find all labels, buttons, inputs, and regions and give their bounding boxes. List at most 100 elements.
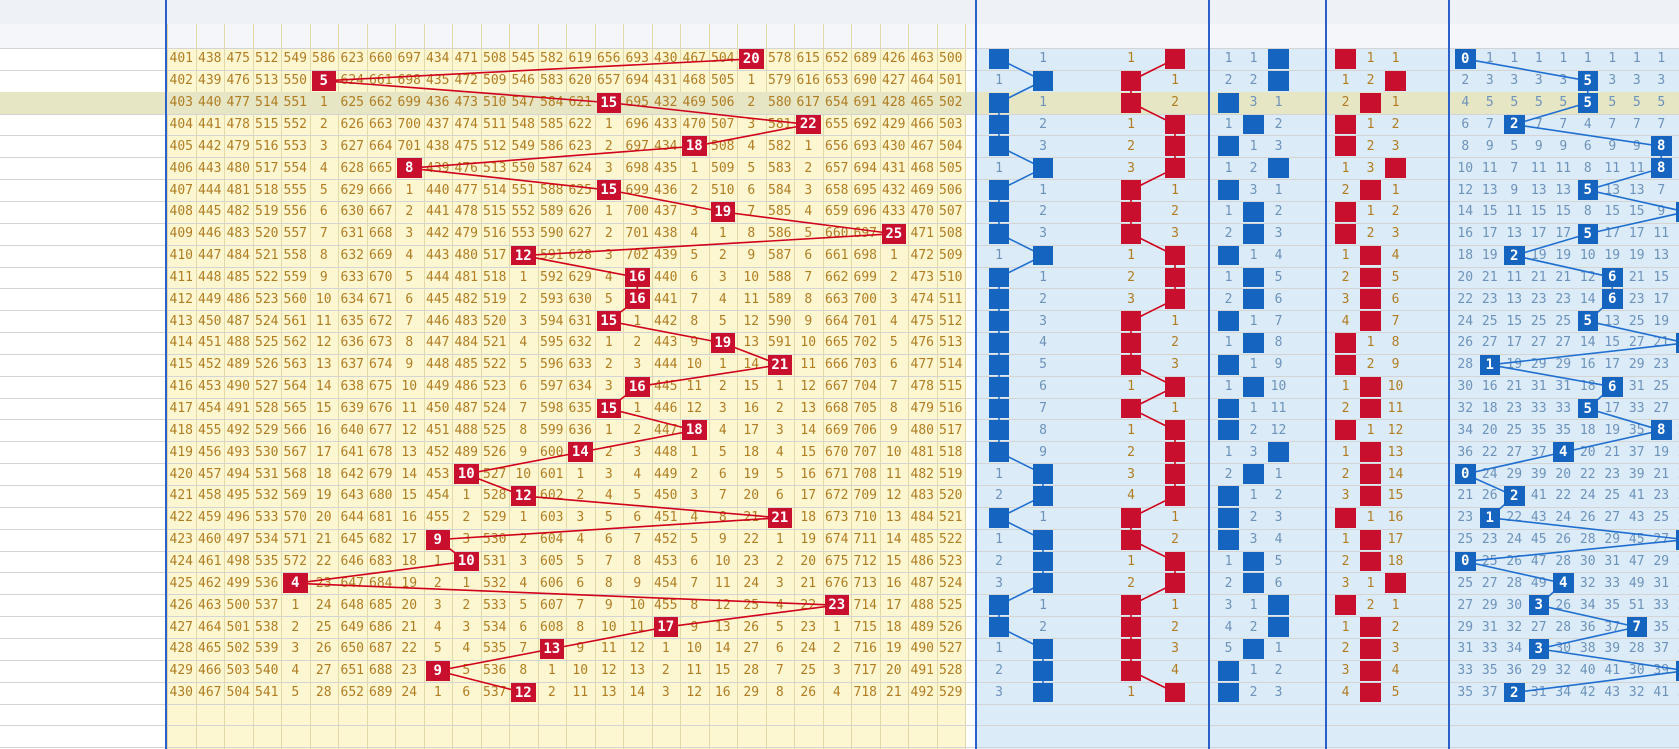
sum-miss: 415 <box>169 357 193 373</box>
sum-miss: 3 <box>804 182 813 198</box>
big-miss: 1 <box>995 248 1003 264</box>
sum-miss: 532 <box>483 575 507 591</box>
tail-col-header <box>1625 24 1650 48</box>
test-cell <box>70 376 125 398</box>
small-mark <box>1033 551 1053 572</box>
sum-miss: 477 <box>910 357 934 373</box>
sum-miss: 20 <box>885 663 902 679</box>
sum-miss: 532 <box>255 488 279 504</box>
sum-miss: 4 <box>291 663 300 679</box>
sum-miss: 15 <box>885 553 902 569</box>
sum-miss: 503 <box>226 663 250 679</box>
bml-mark <box>1360 529 1381 550</box>
tail-miss: 16 <box>1481 379 1498 395</box>
tail-miss: 32 <box>1674 638 1679 660</box>
sum-mark: 17 <box>653 617 678 637</box>
bml-miss: 2 <box>1341 553 1350 569</box>
prize-cell <box>125 135 167 157</box>
sum-miss: 596 <box>540 357 564 373</box>
sum-miss: 11 <box>800 357 817 373</box>
tail-miss: 27 <box>1506 444 1523 460</box>
sum-miss: 523 <box>255 291 279 307</box>
tail-mark: 3 <box>1528 595 1549 616</box>
sum-mark: 15 <box>596 311 621 332</box>
sum-miss: 19 <box>315 488 332 504</box>
tail-miss: 30 <box>1628 663 1645 679</box>
sum-col-header <box>794 24 823 48</box>
tail-miss: 25 <box>1481 553 1498 569</box>
sum-miss: 708 <box>853 466 877 482</box>
tail-miss: 39 <box>1653 663 1670 679</box>
sum-miss: 555 <box>283 182 307 198</box>
sum-miss: 625 <box>340 95 364 111</box>
tail-mark: 6 <box>1602 376 1623 397</box>
sum-miss: 534 <box>255 532 279 548</box>
sum-miss: 631 <box>340 226 364 242</box>
tail-miss: 29 <box>1530 663 1547 679</box>
sum-miss: 453 <box>198 379 222 395</box>
sum-miss: 5 <box>718 313 727 329</box>
sum-miss: 630 <box>340 204 364 220</box>
sum-miss: 8 <box>775 685 784 701</box>
test-cell <box>70 288 125 310</box>
sum-miss: 9 <box>718 532 727 548</box>
sum-miss: 430 <box>654 51 678 67</box>
even-miss: 1 <box>1171 313 1179 329</box>
bml-miss: 3 <box>1341 663 1350 679</box>
tail-miss: 18 <box>1579 379 1596 395</box>
even-col-header <box>1153 24 1197 48</box>
sum-miss: 679 <box>369 466 393 482</box>
even-miss: 2 <box>1171 204 1179 220</box>
tail-miss: 23 <box>1481 532 1498 548</box>
sum-miss: 665 <box>369 160 393 176</box>
route-miss: 1 <box>1274 641 1283 657</box>
sum-miss: 14 <box>315 379 332 395</box>
sum-miss: 505 <box>939 160 963 176</box>
sum-miss: 1 <box>291 597 300 613</box>
sum-miss: 25 <box>315 619 332 635</box>
test-cell <box>70 529 125 551</box>
bml-miss: 2 <box>1391 619 1400 635</box>
tail-miss: 23 <box>1481 291 1498 307</box>
tail-miss: 27 <box>1628 335 1645 351</box>
tail-miss: 14 <box>1579 335 1596 351</box>
sum-miss: 681 <box>369 510 393 526</box>
sum-miss: 4 <box>889 313 898 329</box>
sum-miss: 529 <box>939 685 963 701</box>
sum-miss: 438 <box>198 51 222 67</box>
sum-miss: 427 <box>169 619 193 635</box>
route-miss: 1 <box>1224 444 1233 460</box>
sum-miss: 5 <box>775 466 784 482</box>
sum-miss: 3 <box>519 313 528 329</box>
header-bar <box>0 0 1679 24</box>
sum-miss: 462 <box>198 575 222 591</box>
sum-miss: 16 <box>800 466 817 482</box>
bml-mark <box>1335 333 1356 353</box>
tail-miss: 39 <box>1530 466 1547 482</box>
sum-miss: 472 <box>454 73 478 89</box>
sum-miss: 510 <box>939 269 963 285</box>
tail-mark: 5 <box>1577 180 1598 200</box>
even-miss: 2 <box>1171 95 1179 111</box>
sum-miss: 520 <box>483 313 507 329</box>
sum-miss: 428 <box>882 95 906 111</box>
sum-miss: 437 <box>426 116 450 132</box>
period-cell <box>0 354 70 376</box>
sum-mark: 13 <box>539 638 564 659</box>
grid-line <box>224 24 225 749</box>
tail-miss: 10 <box>1579 248 1596 264</box>
tail-miss: 25 <box>1457 532 1474 548</box>
sum-miss: 440 <box>426 182 450 198</box>
small-col-header <box>1021 24 1065 48</box>
tail-miss: 45 <box>1628 532 1645 548</box>
sum-miss: 15 <box>800 444 817 460</box>
sum-miss: 668 <box>825 401 849 417</box>
tail-miss: 17 <box>1530 226 1547 242</box>
tail-mark: 5 <box>1577 398 1598 419</box>
bml-big-header <box>1333 24 1358 48</box>
tail-miss: 18 <box>1481 401 1498 417</box>
big-mark <box>989 49 1009 69</box>
sum-miss: 4 <box>604 488 613 504</box>
bml-group-header <box>1333 0 1428 24</box>
sum-miss: 463 <box>198 597 222 613</box>
